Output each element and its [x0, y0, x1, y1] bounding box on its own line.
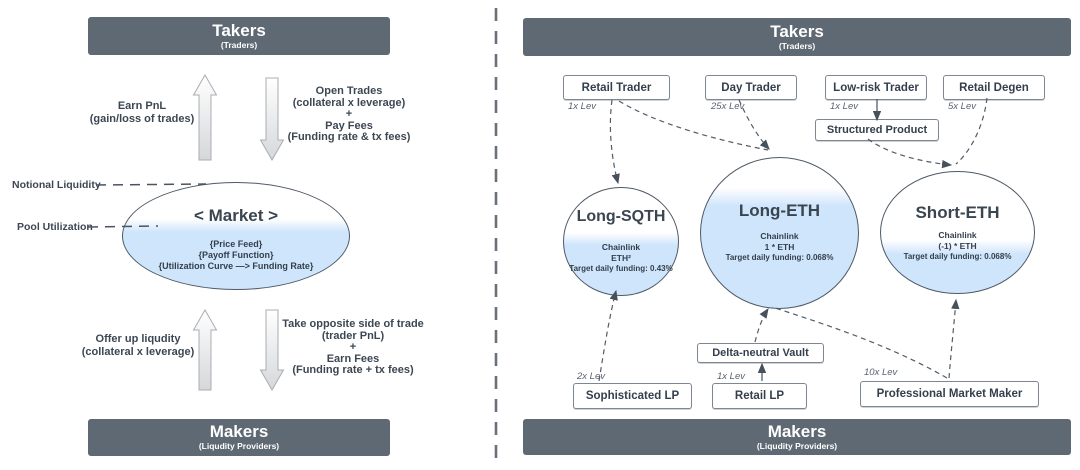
retail-degen-box: Retail Degen [943, 75, 1045, 100]
retail-trader-box: Retail Trader [563, 75, 670, 100]
left-takers-title: Takers [212, 20, 266, 40]
market-ellipse: < Market > {Price Feed} {Payoff Function… [122, 182, 350, 290]
left-makers-subtitle: (Liqudity Providers) [198, 441, 280, 451]
long-sqth-line: ETH² [611, 253, 631, 263]
right-takers-title: Takers [770, 21, 824, 41]
right-makers-bar: Makers (Liqudity Providers) [523, 419, 1071, 455]
offer-liquidity-label: Offer up liqudity (collateral x leverage… [81, 333, 195, 358]
left-takers-subtitle: (Traders) [220, 39, 258, 50]
short-eth-line: Chainlink [938, 230, 977, 240]
day-trader-lev: 25x Lev [711, 101, 745, 112]
low-risk-trader-lev: 1x Lev [830, 101, 858, 112]
left-takers-bar: Takers (Traders) [88, 17, 390, 55]
left-makers-bar: Makers (Liqudity Providers) [88, 419, 390, 456]
long-sqth-title: Long-SQTH [576, 208, 666, 225]
long-eth-line: 1 * ETH [764, 242, 795, 252]
retail-lp-box: Retail LP [712, 383, 807, 409]
long-eth-title: Long-ETH [738, 201, 821, 220]
notional-liquidity-label: Notional Liquidity [12, 179, 101, 191]
market-line: {Price Feed} [209, 239, 263, 249]
short-eth-title: Short-ETH [915, 203, 1000, 222]
short-eth-circle: Short-ETH Chainlink (-1) * ETH Target da… [880, 171, 1035, 294]
earn-pnl-label: Earn PnL (gain/loss of trades) [89, 100, 195, 125]
take-opposite-label: Take opposite side of trade (trader PnL)… [282, 318, 424, 376]
retail-lp-lev: 1x Lev [717, 371, 745, 382]
delta-neutral-vault-box: Delta-neutral Vault [697, 343, 824, 363]
long-sqth-line: Target daily funding: 0.43% [569, 264, 673, 273]
sophisticated-lp-box: Sophisticated LP [573, 383, 692, 409]
open-trades-label: Open Trades (collateral x leverage) + Pa… [287, 85, 411, 143]
pool-utilization-label: Pool Utilization [17, 221, 93, 233]
short-eth-line: Target daily funding: 0.068% [903, 252, 1012, 261]
market-title: < Market > [193, 206, 279, 225]
short-eth-line: (-1) * ETH [938, 241, 977, 251]
right-takers-subtitle: (Traders) [778, 40, 816, 51]
pro-market-maker-box: Professional Market Maker [860, 381, 1039, 407]
long-sqth-circle: Long-SQTH Chainlink ETH² Target daily fu… [563, 187, 679, 296]
market-line: {Utilization Curve —> Funding Rate} [158, 261, 314, 271]
long-eth-line: Target daily funding: 0.068% [725, 253, 834, 262]
day-trader-box: Day Trader [705, 75, 797, 100]
structured-product-box: Structured Product [815, 119, 939, 141]
retail-degen-lev: 5x Lev [948, 101, 976, 112]
right-makers-subtitle: (Liqudity Providers) [756, 440, 838, 451]
low-risk-trader-box: Low-risk Trader [825, 75, 927, 100]
market-line: {Payoff Function} [198, 250, 274, 260]
right-makers-title: Makers [767, 421, 827, 441]
long-eth-line: Chainlink [760, 231, 799, 241]
long-sqth-line: Chainlink [601, 242, 641, 252]
left-makers-title: Makers [209, 422, 269, 441]
retail-trader-lev: 1x Lev [568, 101, 596, 112]
pro-market-maker-lev: 10x Lev [864, 367, 898, 378]
sophisticated-lp-lev: 2x Lev [577, 371, 605, 382]
right-takers-bar: Takers (Traders) [523, 18, 1071, 56]
long-eth-circle: Long-ETH Chainlink 1 * ETH Target daily … [700, 157, 859, 309]
